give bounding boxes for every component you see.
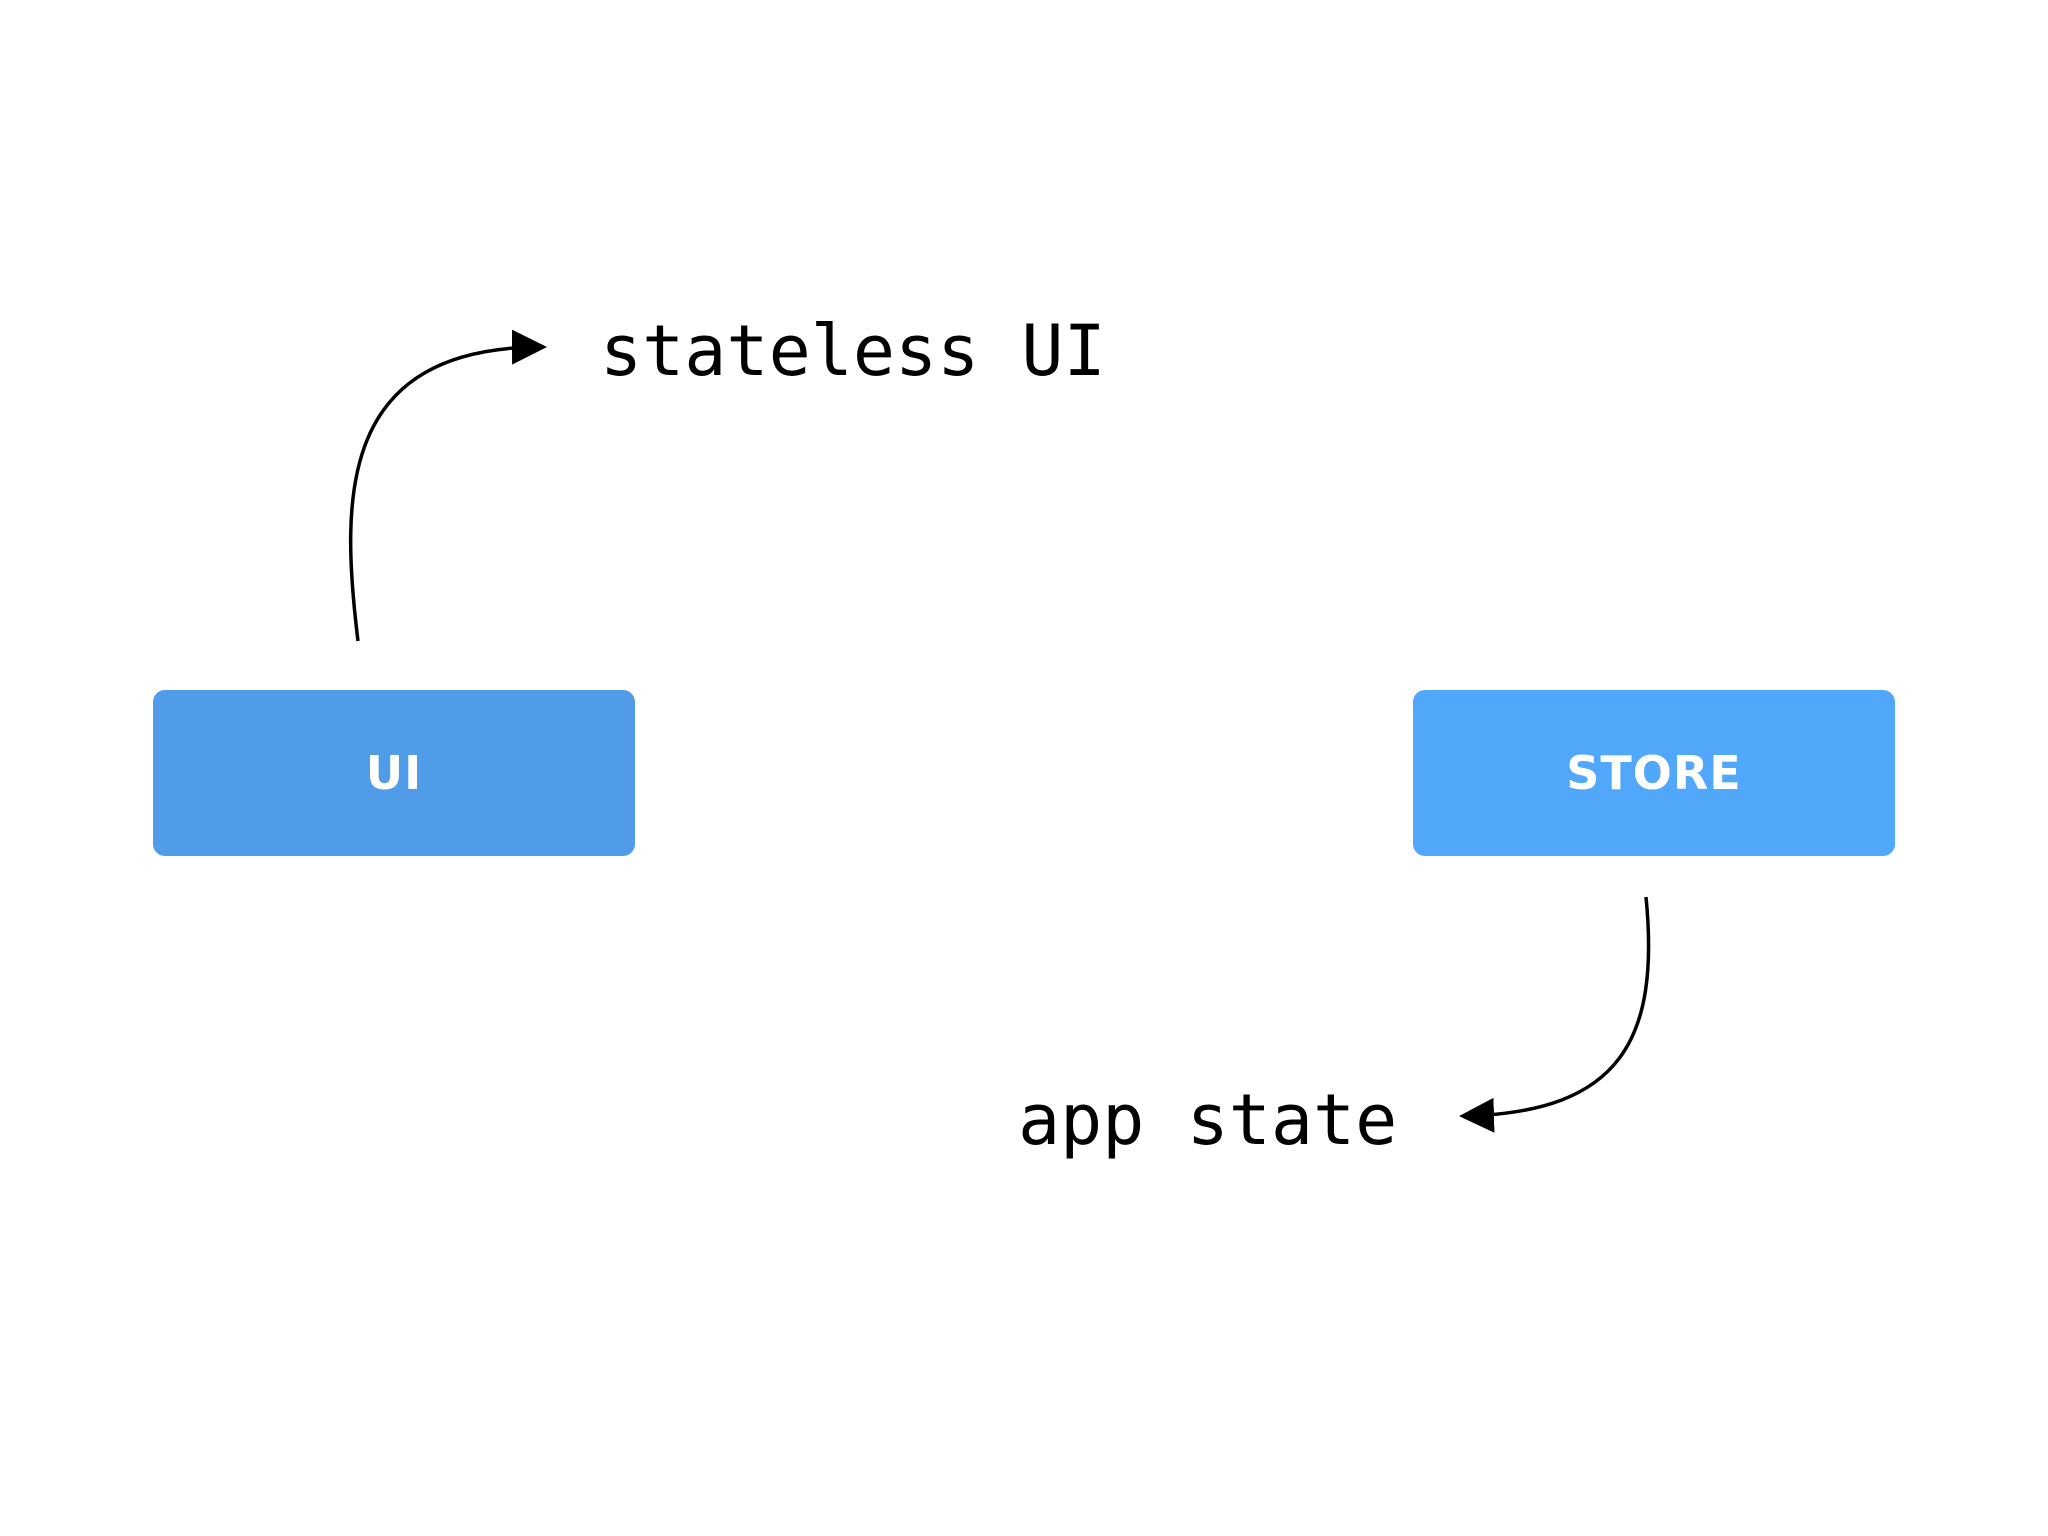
arrow-store-to-app-state xyxy=(1459,896,1651,1133)
store-box: STORE xyxy=(1413,690,1895,856)
stateless-ui-label: stateless UI xyxy=(600,310,1106,392)
arrow-ui-to-stateless-ui xyxy=(348,329,547,642)
ui-box-label: UI xyxy=(365,746,423,800)
store-box-label: STORE xyxy=(1566,746,1742,800)
app-state-label: app state xyxy=(1018,1079,1398,1161)
ui-box: UI xyxy=(153,690,635,856)
